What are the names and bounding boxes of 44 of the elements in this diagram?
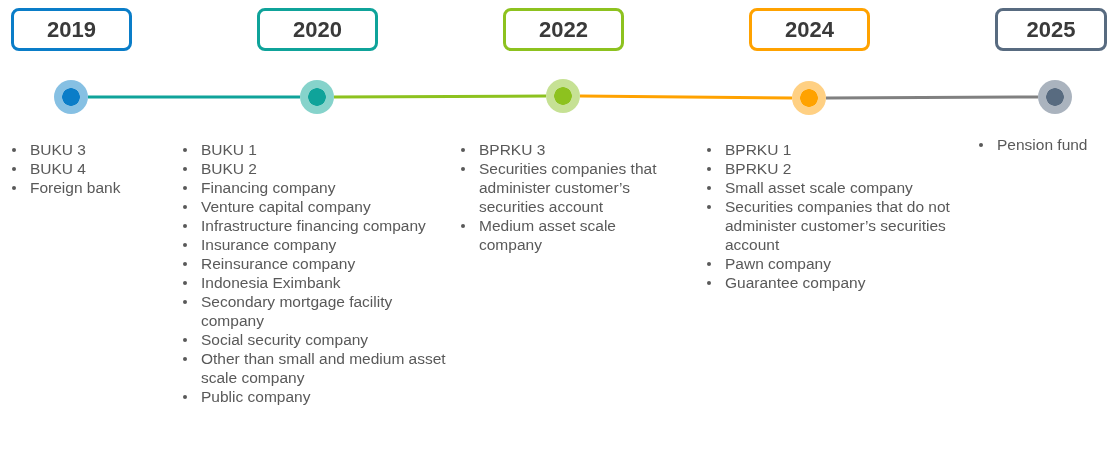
bullet-item: Infrastructure financing company [201, 216, 446, 235]
timeline-marker [300, 80, 334, 114]
bullet-item: BUKU 4 [30, 159, 180, 178]
bullet-item: Small asset scale company [725, 178, 950, 197]
bullet-item: Venture capital company [201, 197, 446, 216]
bullet-item: Securities companies that administer customer’s securities account [479, 159, 669, 216]
timeline-marker [1038, 80, 1072, 114]
timeline-line [580, 94, 792, 100]
bullet-item: BUKU 2 [201, 159, 446, 178]
bullet-item: Insurance company [201, 235, 446, 254]
year-box [749, 8, 870, 51]
bullet-item: Social security company [201, 330, 446, 349]
bullet-item: Public company [201, 387, 446, 406]
bullet-item: Pawn company [725, 254, 950, 273]
year-label: 2024 [785, 16, 834, 43]
year-box [995, 8, 1107, 51]
bullet-item: Pension fund [997, 135, 1110, 154]
bullet-item: Medium asset scale company [479, 216, 669, 254]
bullet-item: Secondary mortgage facility company [201, 292, 446, 330]
bullet-item: BPRKU 2 [725, 159, 950, 178]
bullet-item: Securities companies that do not administer customer’s securities account [725, 197, 950, 254]
year-label: 2019 [47, 16, 96, 43]
timeline-marker [792, 81, 826, 115]
timeline-marker [546, 79, 580, 113]
year-box [503, 8, 624, 51]
timeline-line [88, 95, 300, 99]
timeline-line [334, 94, 546, 99]
year-label: 2020 [293, 16, 342, 43]
year-box [11, 8, 132, 51]
bullet-item: Foreign bank [30, 178, 180, 197]
year-label: 2022 [539, 16, 588, 43]
bullet-item: BUKU 1 [201, 140, 446, 159]
bullet-item: Other than small and medium asset scale company [201, 349, 446, 387]
timeline-line [826, 95, 1038, 100]
year-box [257, 8, 378, 51]
timeline-marker [54, 80, 88, 114]
bullet-item: BPRKU 1 [725, 140, 950, 159]
bullet-item: Indonesia Eximbank [201, 273, 446, 292]
bullet-item: Financing company [201, 178, 446, 197]
bullet-item: Reinsurance company [201, 254, 446, 273]
bullet-item: Guarantee company [725, 273, 950, 292]
bullet-item: BUKU 3 [30, 140, 180, 159]
bullet-item: BPRKU 3 [479, 140, 669, 159]
year-label: 2025 [1026, 16, 1076, 43]
